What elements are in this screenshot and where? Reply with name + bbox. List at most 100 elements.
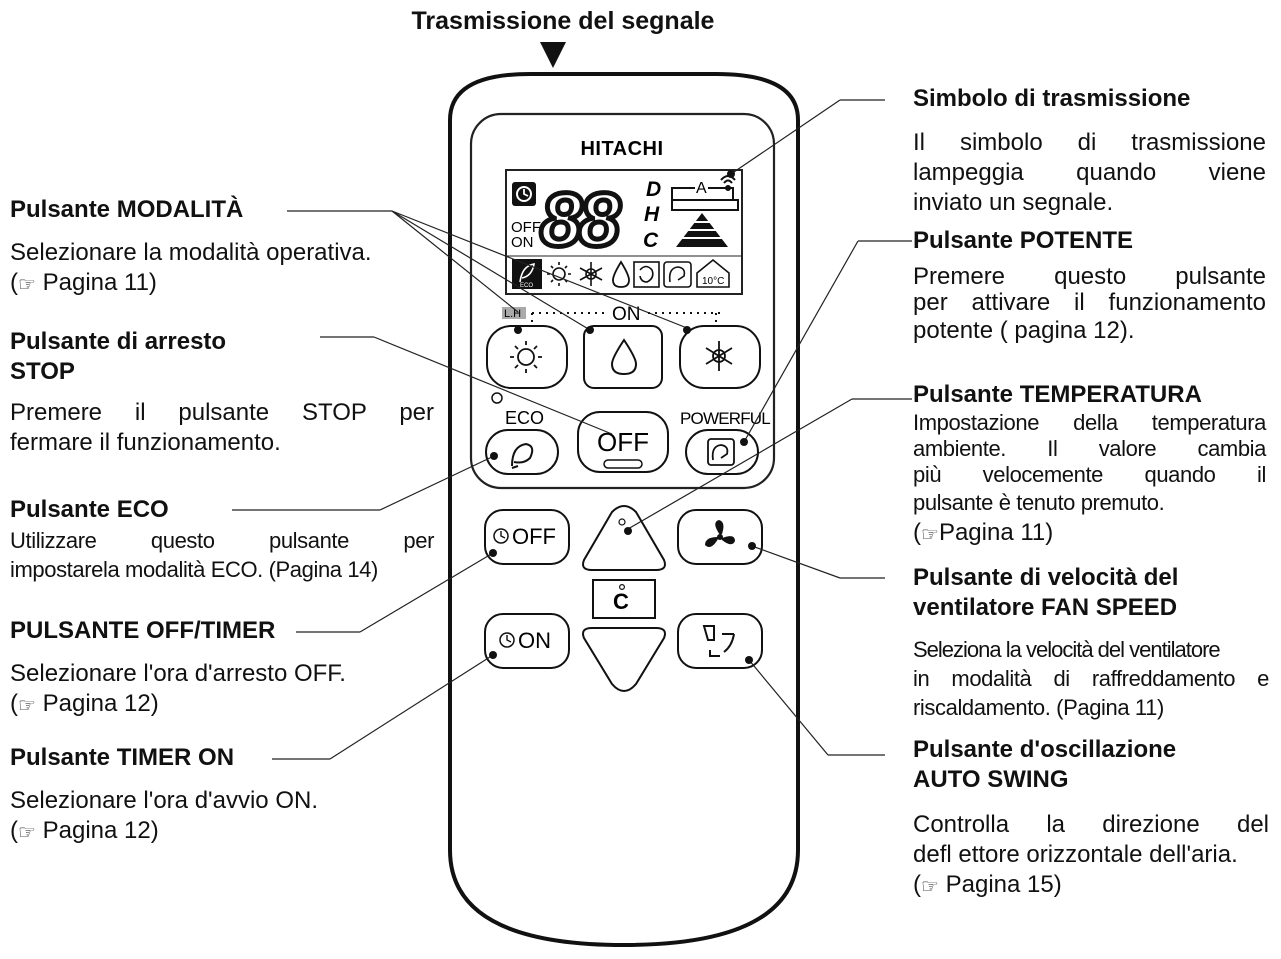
page-ref: (☞ Pagina 11) (10, 268, 434, 300)
dry-icon (610, 338, 638, 376)
label-text: Premere il pulsante STOP per (10, 399, 434, 426)
pointing-hand-icon: ☞ (18, 822, 36, 844)
eco-label: ECO (505, 408, 544, 428)
label-text: riscaldamento. (Pagina 11) (913, 695, 1164, 720)
label-heading: PULSANTE OFF/TIMER (10, 617, 276, 644)
timer-clock-icon (493, 528, 509, 544)
timer-off-button[interactable]: OFF (484, 509, 570, 565)
svg-text:ECO: ECO (520, 283, 533, 289)
label-text: potente ( pagina 12). (913, 317, 1135, 344)
powerful-label: POWERFUL (680, 409, 770, 428)
diagram-title: Trasmissione del segnale (411, 7, 715, 35)
label-heading: Simbolo di trasmissione (913, 85, 1191, 112)
label-text: Utilizzare questo pulsante per (10, 528, 434, 553)
lcd-unit-c: C (643, 229, 659, 252)
pointing-hand-icon: ☞ (921, 876, 939, 898)
lcd-louver-indicator (671, 187, 739, 247)
label-heading-2: STOP (10, 358, 75, 385)
mode-dry-button[interactable] (583, 325, 663, 389)
label-text: impostarela modalità ECO. (Pagina 14) (10, 557, 378, 582)
timer-clock-icon (499, 632, 515, 648)
page-ref: (☞ Pagina 12) (10, 689, 434, 721)
label-heading: Pulsante POTENTE (913, 227, 1134, 254)
temperature-button[interactable]: C (582, 505, 666, 692)
label-heading: Pulsante TIMER ON (10, 744, 235, 771)
label-heading: Pulsante d'oscillazione (913, 736, 1177, 763)
lcd-unit-h: H (644, 203, 660, 226)
label-text: defl ettore orizzontale dell'aria. (913, 841, 1238, 868)
mode-cool-button[interactable] (679, 325, 761, 389)
label-mode-button: Pulsante MODALITÀ Selezionare la modalit… (10, 195, 434, 300)
label-auto-swing-button: Pulsante d'oscillazione AUTO SWING Contr… (913, 735, 1269, 902)
label-heading: Pulsante di arresto (10, 328, 227, 355)
auto-swing-button[interactable] (677, 613, 763, 669)
fan-speed-button[interactable] (677, 509, 763, 565)
label-heading-2: AUTO SWING (913, 766, 1069, 793)
lcd-10c-icon (696, 258, 730, 288)
label-stop-button: Pulsante di arresto STOP Premere il puls… (10, 327, 434, 458)
lcd-powerful-icon (663, 261, 692, 288)
pointing-hand-icon: ☞ (18, 274, 36, 296)
label-text: in modalità di raffreddamento e (913, 666, 1269, 691)
label-text: Il simbolo di trasmissione (913, 129, 1266, 156)
lcd-dry-icon (612, 260, 630, 288)
lcd-auto-icon (633, 261, 660, 288)
pointing-hand-icon: ☞ (18, 695, 36, 717)
eco-button[interactable] (485, 429, 559, 475)
label-heading: Pulsante TEMPERATURA (913, 381, 1202, 408)
leader-lines (232, 99, 912, 760)
label-text: lampeggia quando viene (913, 159, 1266, 186)
lcd-cool-icon (579, 262, 603, 286)
pointing-hand-icon: ☞ (921, 524, 939, 546)
timer-on-button[interactable]: ON (484, 613, 570, 669)
label-text: più velocemente quando il (913, 462, 1266, 487)
label-text: per attivare il funzionamento (913, 289, 1266, 316)
page-ref: (☞ Pagina 15) (913, 870, 1269, 902)
label-text: ambiente. Il valore cambia (913, 436, 1266, 461)
brand-logo: HITACHI (580, 138, 663, 160)
lcd-auto-indicator: A (696, 180, 707, 197)
label-fan-speed-button: Pulsante di velocità del ventilatore FAN… (913, 563, 1269, 722)
label-text: Selezionare l'ora d'avvio ON. (10, 787, 318, 814)
label-text: Selezionare l'ora d'arresto OFF. (10, 660, 346, 687)
label-heading-2: ventilatore FAN SPEED (913, 594, 1178, 621)
cool-icon (705, 341, 733, 371)
label-text: fermare il funzionamento. (10, 429, 281, 456)
page-ref: (☞ Pagina 12) (10, 816, 434, 848)
stop-off-button[interactable]: OFF (577, 411, 669, 473)
label-text: Selezionare la modalità operativa. (10, 239, 372, 266)
fan-icon (705, 520, 735, 547)
leader-dots (489, 170, 756, 664)
svg-text:ON: ON (518, 628, 551, 653)
mode-on-label: ON (612, 304, 641, 325)
svg-text:OFF: OFF (512, 524, 556, 549)
label-text: Seleziona la velocità del ventilatore (913, 637, 1221, 662)
signal-arrow-icon (540, 42, 566, 68)
label-transmission-symbol: Simbolo di trasmissione Il simbolo di tr… (913, 84, 1266, 218)
temp-unit-label: C (613, 589, 629, 614)
label-heading: Pulsante MODALITÀ (10, 196, 244, 223)
mode-heat-button[interactable] (486, 325, 568, 389)
powerful-icon (707, 438, 735, 466)
label-off-timer-button: PULSANTE OFF/TIMER Selezionare l'ora d'a… (10, 616, 434, 721)
label-timer-on-button: Pulsante TIMER ON Selezionare l'ora d'av… (10, 743, 434, 848)
lcd-on-label: ON (511, 234, 534, 251)
heat-icon (510, 341, 542, 373)
label-eco-button: Pulsante ECO Utilizzare questo pulsante … (10, 495, 434, 584)
label-powerful-button: Pulsante POTENTE Premere questo pulsante… (913, 226, 1266, 346)
label-text: Premere questo pulsante (913, 263, 1266, 290)
label-temperature-button: Pulsante TEMPERATURA Impostazione della … (913, 380, 1266, 550)
label-heading: Pulsante di velocità del (913, 564, 1179, 591)
lcd-heat-icon (547, 262, 571, 286)
lh-label: L.H (504, 308, 521, 320)
label-text: inviato un segnale. (913, 189, 1114, 216)
label-text: pulsante è tenuto premuto. (913, 490, 1165, 515)
lcd-off-label: OFF (511, 219, 541, 236)
swing-icon (702, 625, 735, 657)
leaf-icon (511, 442, 534, 469)
label-heading: Pulsante ECO (10, 496, 169, 523)
page-ref: (☞Pagina 11) (913, 518, 1266, 550)
lcd-unit-d: D (646, 178, 661, 201)
